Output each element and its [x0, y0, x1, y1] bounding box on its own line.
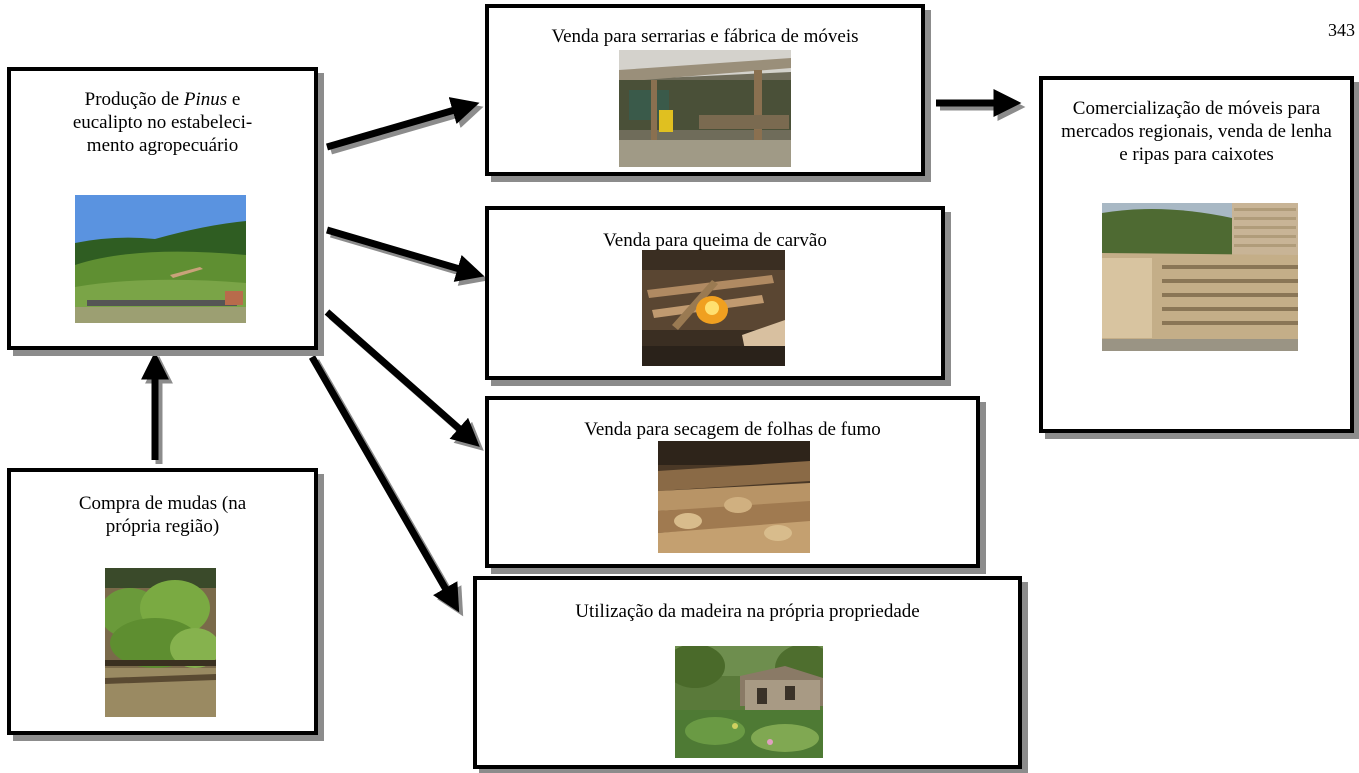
- node-propriedade-label: Utilização da madeira na própria proprie…: [575, 601, 920, 622]
- node-carvao: Venda para queima de carvão: [485, 206, 945, 380]
- node-serrarias-label: Venda para serrarias e fábrica de móveis: [551, 26, 859, 47]
- node-producao: Produção de Pinus e eucalipto no estabel…: [7, 67, 318, 350]
- seedlings-photo: [105, 568, 216, 717]
- node-serrarias: Venda para serrarias e fábrica de móveis: [485, 4, 925, 176]
- charcoal-fire-photo: [642, 250, 785, 366]
- arrow-producao-to-serrarias: [326, 97, 480, 151]
- firewood-pile-photo: [658, 441, 810, 553]
- node-producao-label: Produção de Pinus e eucalipto no estabel…: [72, 89, 253, 156]
- node-carvao-label: Venda para queima de carvão: [603, 230, 827, 251]
- node-fumo-label: Venda para secagem de folhas de fumo: [584, 419, 881, 440]
- node-compra: Compra de mudas (na própria região): [7, 468, 318, 735]
- node-comercializacao: Comercialização de móveis para mercados …: [1039, 76, 1354, 433]
- node-comercializacao-label: Comercialização de móveis para mercados …: [1061, 98, 1332, 165]
- arrow-producao-to-carvao: [326, 226, 485, 282]
- node-compra-label: Compra de mudas (na própria região): [78, 493, 247, 537]
- node-fumo: Venda para secagem de folhas de fumo: [485, 396, 980, 568]
- arrow-producao-to-propriedade: [308, 355, 460, 613]
- lumber-stacks-photo: [1102, 203, 1298, 351]
- arrow-producao-to-fumo: [324, 309, 480, 447]
- page-number: 343: [1328, 20, 1355, 40]
- forest-hillside-photo: [75, 195, 246, 323]
- node-propriedade: Utilização da madeira na própria proprie…: [473, 576, 1022, 769]
- wooden-house-photo: [675, 646, 823, 758]
- sawmill-shed-photo: [619, 50, 791, 167]
